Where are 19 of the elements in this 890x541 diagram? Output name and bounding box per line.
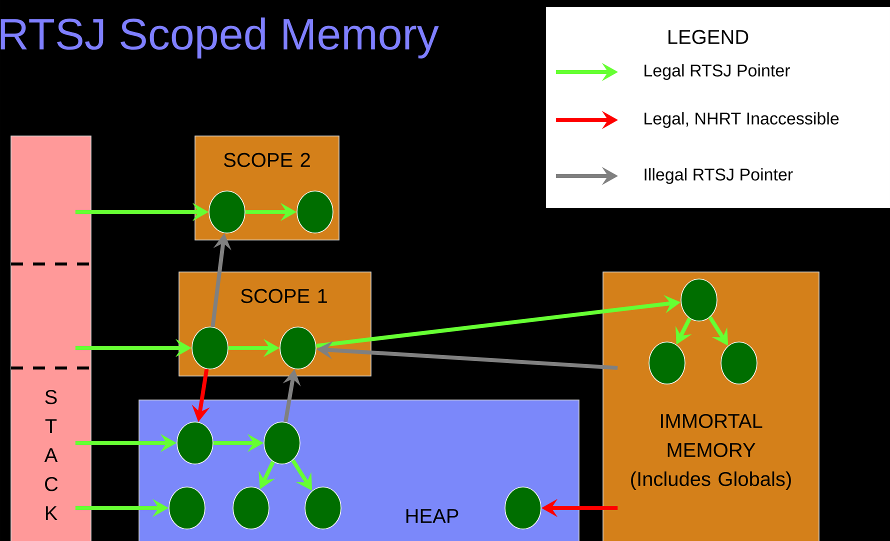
object-ellipse <box>176 422 214 464</box>
title: RTSJ Scoped Memory <box>0 18 439 58</box>
object-ellipse <box>304 486 342 530</box>
legend-text: Illegal RTSJ Pointer <box>644 168 793 184</box>
legend-text: Legal, NHRT Inaccessible <box>644 112 839 128</box>
object-ellipse <box>648 342 686 384</box>
object-ellipse <box>280 326 316 370</box>
object-ellipse <box>264 422 300 464</box>
immortal-memory-box: IMMORTAL MEMORY (Includes Globals) <box>602 272 820 541</box>
object-ellipse <box>208 190 246 234</box>
object-ellipse <box>720 342 758 384</box>
object-ellipse <box>168 486 206 530</box>
object-ellipse <box>504 486 542 530</box>
object-ellipse <box>232 486 270 530</box>
stack-column: S T A C K <box>10 136 92 541</box>
object-ellipse <box>680 278 718 322</box>
object-ellipse <box>296 190 334 234</box>
legend-text: Legal RTSJ Pointer <box>644 64 790 80</box>
object-ellipse <box>192 326 228 370</box>
